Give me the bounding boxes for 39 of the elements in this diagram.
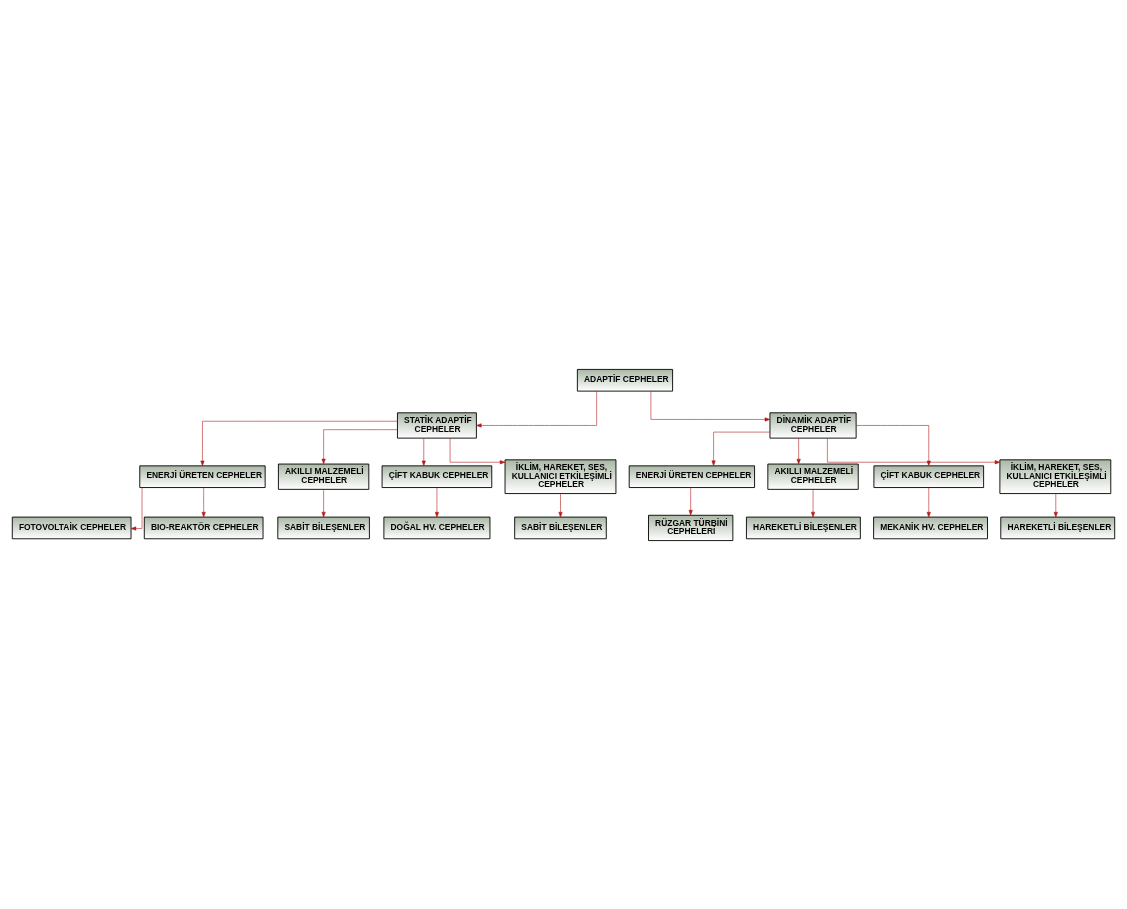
arrow: [321, 428, 398, 464]
arrow: [476, 390, 597, 427]
node-box: SABİT BİLEŞENLER: [514, 516, 607, 539]
node-box: İKLİM, HAREKET, SES, KULLANICI ETKİLEŞİMLİ CEPHELER: [504, 458, 617, 494]
node-box: HAREKETLİ BİLEŞENLER: [745, 516, 861, 539]
node-box: SABİT BİLEŞENLER: [277, 516, 370, 539]
arrow: [449, 437, 506, 464]
arrow: [321, 488, 326, 517]
arrow: [926, 486, 931, 517]
arrow: [650, 390, 771, 421]
node-box: ENERJİ ÜRETEN CEPHELER: [628, 464, 756, 488]
arrow: [796, 437, 801, 464]
node-box: STATİK ADAPTİF CEPHELER: [397, 411, 477, 439]
arrow: [201, 486, 206, 517]
arrow: [130, 486, 143, 530]
arrow: [200, 420, 398, 466]
node-box: AKILLI MALZEMELİ CEPHELER: [277, 463, 370, 490]
node-box: RÜZGAR TÜRBİNİ CEPHELERİ: [648, 514, 734, 541]
node-box: MEKANİK HV. CEPHELER: [873, 516, 988, 539]
arrow: [688, 486, 693, 515]
arrow: [711, 431, 770, 466]
node-box: AKILLI MALZEMELİ CEPHELER: [767, 463, 859, 490]
arrow: [811, 488, 815, 517]
node-box: ADAPTİF CEPHELER: [576, 368, 674, 392]
node-box: ÇİFT KABUK CEPHELER: [873, 464, 985, 488]
node-box: ENERJİ ÜRETEN CEPHELER: [139, 464, 266, 488]
arrow: [1053, 492, 1058, 517]
arrow: [434, 486, 439, 517]
arrow: [421, 437, 426, 466]
arrow: [827, 437, 1001, 464]
node-box: BIO-REAKTÖR CEPHELER: [143, 516, 264, 539]
node-box: DOĞAL HV. CEPHELER: [383, 516, 491, 539]
node-box: İKLİM, HAREKET, SES, KULLANICI ETKİLEŞİMLİ CEPHELER: [999, 458, 1112, 494]
node-box: FOTOVOLTAİK CEPHELER: [11, 516, 132, 539]
node-box: HAREKETLİ BİLEŞENLER: [1000, 516, 1116, 539]
arrow: [558, 492, 563, 517]
node-box: DİNAMİK ADAPTİF CEPHELER: [769, 411, 857, 439]
arrow: [856, 424, 931, 466]
node-box: ÇİFT KABUK CEPHELER: [381, 464, 493, 488]
